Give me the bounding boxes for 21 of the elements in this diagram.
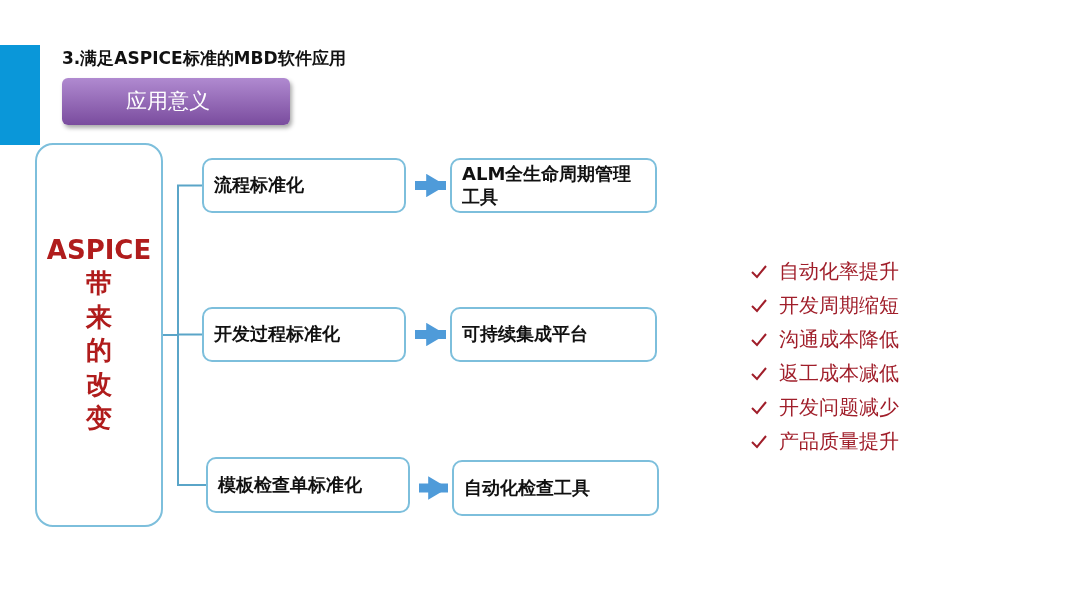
process-box: 开发过程标准化 bbox=[202, 307, 406, 362]
side-label: 带来的改变 bbox=[85, 266, 113, 435]
heading-button: 应用意义 bbox=[62, 78, 290, 125]
process-box: 流程标准化 bbox=[202, 158, 406, 213]
process-box: 模板检查单标准化 bbox=[206, 457, 410, 513]
benefit-text: 返工成本减低 bbox=[779, 360, 899, 387]
side-panel bbox=[35, 143, 163, 527]
slide-title: 3.满足ASPICE标准的MBD软件应用 bbox=[62, 47, 346, 70]
connector-line bbox=[162, 334, 207, 486]
side-label: ASPICE bbox=[46, 234, 152, 267]
result-box: 自动化检查工具 bbox=[452, 460, 659, 516]
block-arrow bbox=[419, 476, 448, 500]
benefit-text: 产品质量提升 bbox=[779, 428, 899, 455]
result-box: 可持续集成平台 bbox=[450, 307, 657, 362]
benefit-text: 沟通成本降低 bbox=[779, 326, 899, 353]
block-arrow bbox=[415, 322, 446, 347]
benefit-text: 自动化率提升 bbox=[779, 258, 899, 285]
benefit-text: 开发周期缩短 bbox=[779, 292, 899, 319]
block-arrow bbox=[415, 173, 446, 198]
result-box: ALM全生命周期管理工具 bbox=[450, 158, 657, 213]
benefit-text: 开发问题减少 bbox=[779, 394, 899, 421]
